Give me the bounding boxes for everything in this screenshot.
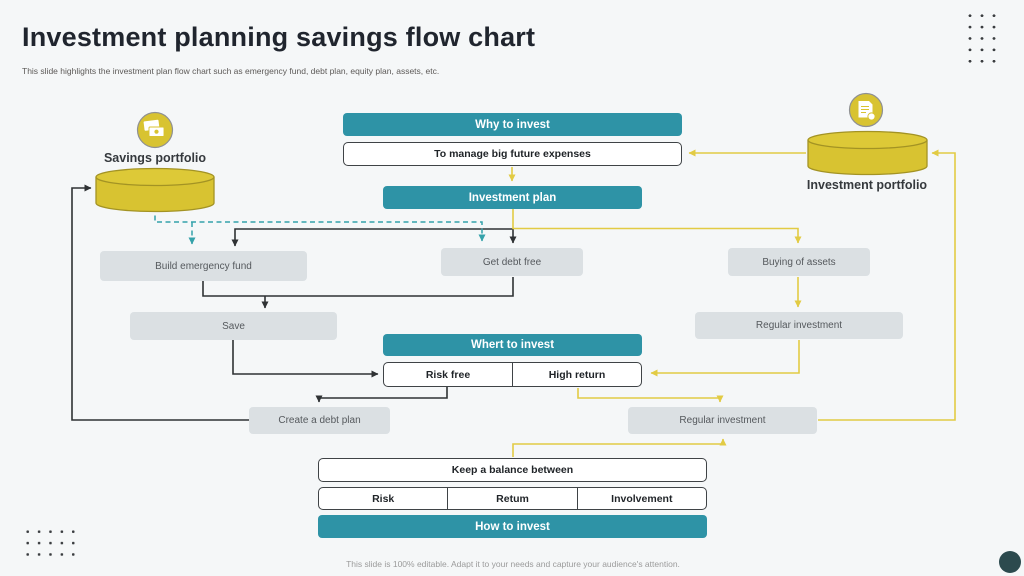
section-where-to-invest: Whert to invest (383, 334, 642, 356)
connector-keep-balance-to-regular-investment-lower (512, 438, 727, 457)
node-involvement: Involvement (576, 488, 706, 509)
dot-grid-decoration-bottom-left (22, 526, 79, 561)
node-keep-balance: Keep a balance between (318, 458, 707, 482)
node-regular-investment-lower: Regular investment (628, 407, 817, 434)
connector-savings-to-get-debt-free (154, 207, 486, 242)
node-manage-expenses: To manage big future expenses (343, 142, 682, 166)
node-risk-free-high-return: Risk free High return (383, 362, 642, 387)
node-create-a-debt-plan: Create a debt plan (249, 407, 390, 434)
investment-portfolio-cylinder (807, 130, 928, 176)
node-high-return: High return (512, 363, 641, 386)
node-return: Retum (447, 488, 576, 509)
node-risk: Risk (372, 492, 395, 505)
savings-portfolio-cylinder (95, 167, 215, 213)
connector-save-to-risk-free (232, 340, 379, 378)
connector-regular-investment-lower-to-investment-portfolio (818, 149, 956, 421)
connector-plan-to-buying-assets (512, 209, 802, 244)
node-risk-return-involvement: Risk Retum Involvement (318, 487, 707, 510)
investment-portfolio-label: Investment portfolio (806, 178, 928, 192)
invoice-icon (848, 92, 884, 128)
connector-plan-to-build-fund (231, 228, 513, 247)
savings-portfolio-label: Savings portfolio (103, 151, 207, 165)
section-how-to-invest: How to invest (318, 515, 707, 538)
node-buying-of-assets: Buying of assets (728, 248, 870, 276)
teal-dashed-connectors (154, 207, 486, 245)
connector-regular-investment-to-high-return (650, 340, 800, 377)
connector-risk-free-to-create-debt-plan (315, 387, 448, 403)
connector-high-return-to-regular-investment-lower (577, 388, 724, 403)
connector-create-debt-plan-to-savings-portfolio (71, 184, 249, 421)
slide-footer-note: This slide is 100% editable. Adapt it to… (346, 559, 680, 569)
node-save: Save (130, 312, 337, 340)
node-build-emergency-fund: Build emergency fund (100, 251, 307, 281)
node-risk-free: Risk free (425, 368, 471, 381)
section-why-to-invest: Why to invest (343, 113, 682, 136)
banknotes-icon (136, 111, 174, 149)
section-investment-plan: Investment plan (383, 186, 642, 209)
dot-grid-decoration-top-right (964, 10, 1001, 67)
corner-circle-decoration (999, 551, 1021, 573)
node-regular-investment-upper: Regular investment (695, 312, 903, 339)
node-get-debt-free: Get debt free (441, 248, 583, 276)
page-title: Investment planning savings flow chart (22, 22, 536, 52)
slide-subtitle: This slide highlights the investment pla… (22, 66, 440, 76)
